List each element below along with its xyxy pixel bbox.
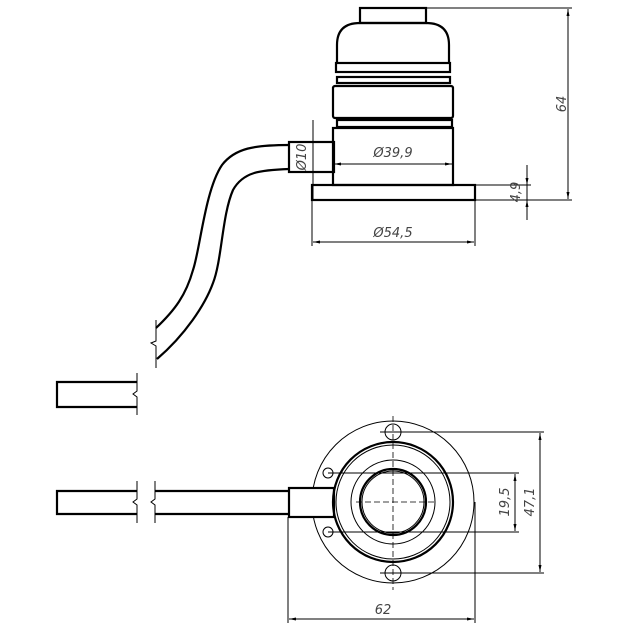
socket-band [331, 84, 455, 120]
cable-upper-edge [155, 143, 290, 329]
break-line [132, 481, 138, 523]
bottom-view: 47,1 19,5 62 [55, 416, 544, 623]
dim-flange-thickness: 4,9 [509, 182, 524, 203]
cable-lower-edge [156, 167, 290, 360]
dim-overall-width: 62 [375, 603, 392, 618]
break-line [149, 320, 157, 368]
break-line [150, 481, 156, 523]
cable-stub [55, 380, 137, 409]
dim-flange-diameter: Ø54,5 [372, 226, 412, 241]
socket-dome [335, 21, 451, 63]
dim-cable-diameter: Ø10 [295, 144, 310, 172]
socket-cap [358, 6, 428, 25]
ring-3 [335, 118, 454, 129]
dim-body-diameter: Ø39,9 [372, 146, 412, 161]
side-view: Ø10 Ø39,9 64 4,9 Ø54,5 [55, 6, 572, 415]
break-line [132, 373, 138, 415]
cable-stub [55, 489, 137, 516]
dim-inner-diameter: 19,5 [498, 488, 513, 517]
cable-sleeve [287, 486, 336, 519]
cable-sleeve [287, 140, 336, 174]
dim-hole-spacing: 47,1 [523, 488, 538, 517]
ring-2 [335, 75, 452, 85]
socket-flange [310, 183, 477, 202]
cable [155, 489, 289, 516]
ring-1 [334, 61, 452, 74]
dim-total-height: 64 [555, 96, 570, 113]
